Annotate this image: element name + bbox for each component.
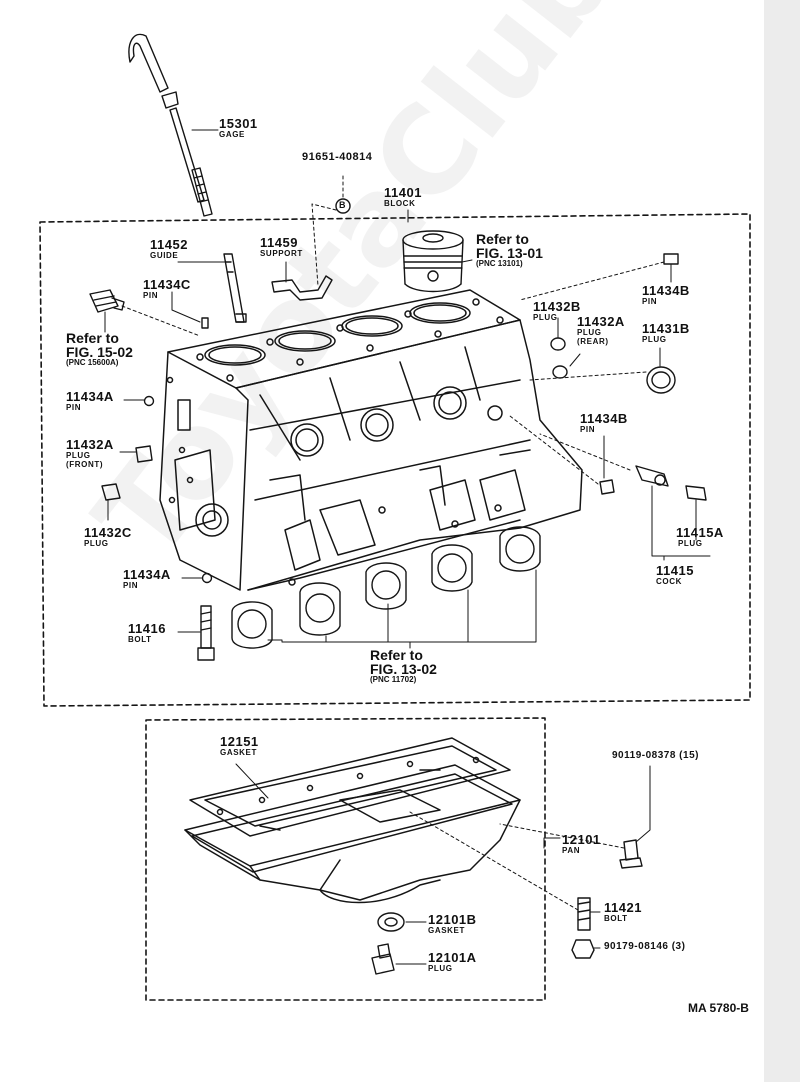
- part-label-support[interactable]: 11459 SUPPORT: [260, 235, 303, 258]
- part-label-gasket-12151[interactable]: 12151 GASKET: [220, 734, 259, 757]
- dipstick-gage: [128, 33, 213, 217]
- part-label-plug-c[interactable]: 11432C PLUG: [84, 525, 132, 548]
- reference-fig-15-02[interactable]: Refer to FIG. 15-02 (PNC 15600A): [66, 330, 133, 367]
- part-label-cock[interactable]: 11415 COCK: [656, 563, 694, 586]
- oil-gage-guide: [223, 253, 247, 323]
- pan-group-frame: [145, 717, 546, 1001]
- leader-lines: [104, 129, 711, 965]
- part-label-pin-c[interactable]: 11434C PIN: [143, 277, 191, 300]
- pan-small-parts: [371, 839, 643, 975]
- part-label-pin-b-mid[interactable]: 11434B PIN: [580, 411, 628, 434]
- part-label-plug-b[interactable]: 11432B PLUG: [533, 299, 581, 322]
- part-label-block[interactable]: 11401 BLOCK: [384, 185, 422, 208]
- part-label-gage[interactable]: 15301 GAGE: [219, 116, 258, 139]
- reference-fig-13-02[interactable]: Refer to FIG. 13-02 (PNC 11702): [370, 647, 437, 684]
- oil-pressure-switch: [89, 289, 125, 313]
- part-label-gasket-12101b[interactable]: 12101B GASKET: [428, 912, 477, 935]
- support-bracket: [271, 275, 333, 301]
- part-label-bolt-91651[interactable]: 91651-40814: [302, 151, 373, 163]
- piston: [402, 230, 464, 293]
- part-label-pin-a-1[interactable]: 11434A PIN: [66, 389, 114, 412]
- part-label-bolt-90119[interactable]: 90119-08378 (15): [612, 750, 699, 761]
- main-bearings: [231, 526, 541, 649]
- diagram-code: MA 5780-B: [688, 1001, 749, 1015]
- callout-b: B: [339, 200, 346, 210]
- part-label-pin-a-2[interactable]: 11434A PIN: [123, 567, 171, 590]
- part-label-plug-12101a[interactable]: 12101A PLUG: [428, 950, 477, 973]
- block-group-frame: [39, 213, 751, 707]
- part-label-plug-11415a[interactable]: 11415A PLUG: [676, 525, 724, 548]
- part-label-bolt-11416[interactable]: 11416 BOLT: [128, 621, 166, 644]
- part-label-bolt-11421[interactable]: 11421 BOLT: [604, 900, 642, 923]
- part-label-guide[interactable]: 11452 GUIDE: [150, 237, 188, 260]
- part-label-plug-11431b[interactable]: 11431B PLUG: [642, 321, 690, 344]
- part-label-plug-a-rear[interactable]: 11432A PLUG (REAR): [577, 314, 625, 346]
- part-label-nut-90179[interactable]: 90179-08146 (3): [604, 941, 686, 952]
- diagram-artwork: [39, 33, 751, 1001]
- part-label-plug-a-front[interactable]: 11432A PLUG (FRONT): [66, 437, 114, 469]
- part-label-pin-b-top[interactable]: 11434B PIN: [642, 283, 690, 306]
- page-margin-strip: [764, 0, 800, 1082]
- oil-pan: [184, 737, 521, 904]
- reference-fig-13-01[interactable]: Refer to FIG. 13-01 (PNC 13101): [476, 231, 543, 268]
- part-label-pan[interactable]: 12101 PAN: [562, 832, 601, 855]
- small-parts: [101, 253, 707, 661]
- cylinder-block: [159, 289, 583, 591]
